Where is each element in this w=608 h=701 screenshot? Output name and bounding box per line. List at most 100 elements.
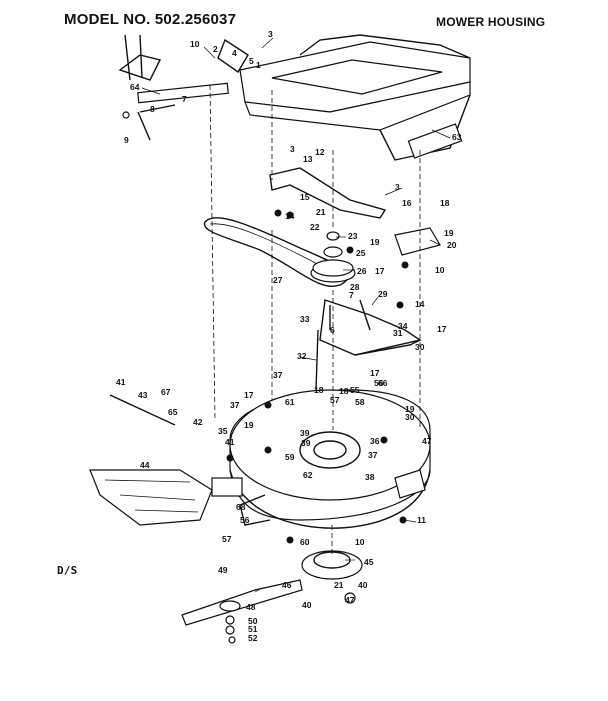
callout-label: 25 xyxy=(356,248,366,258)
callout-label: 50 xyxy=(248,616,258,626)
callout-label: 55 xyxy=(350,385,360,395)
callout-label: 40 xyxy=(358,580,368,590)
callout-label: 42 xyxy=(193,417,203,427)
callout-label: 21 xyxy=(334,580,344,590)
callout-label: 30 xyxy=(405,412,415,422)
alignment-lines xyxy=(209,84,421,555)
callout-label: 15 xyxy=(300,192,310,202)
callout-label: 56 xyxy=(374,378,384,388)
callout-label: 41 xyxy=(225,437,235,447)
callout-label: 10 xyxy=(355,537,365,547)
callout-label: 68 xyxy=(236,502,246,512)
callout-label: 58 xyxy=(355,397,365,407)
callout-label: 38 xyxy=(365,472,375,482)
callout-label: 13 xyxy=(303,154,313,164)
callout-label: 57 xyxy=(330,395,340,405)
callout-label: 37 xyxy=(273,370,283,380)
callout-label: 26 xyxy=(357,266,367,276)
callout-label: 47 xyxy=(422,436,432,446)
blade-assembly xyxy=(181,550,363,644)
callout-label: 8 xyxy=(150,104,155,114)
mower-frame xyxy=(118,34,471,161)
callout-label: 61 xyxy=(285,397,295,407)
callout-label: 46 xyxy=(282,580,292,590)
callout-label: 1 xyxy=(256,60,261,70)
callout-label: 67 xyxy=(161,387,171,397)
callout-label: 18 xyxy=(440,198,450,208)
callout-label: 9 xyxy=(124,135,129,145)
callout-label: 2 xyxy=(213,44,218,54)
fasteners xyxy=(226,209,409,544)
callout-label: 18 xyxy=(314,385,324,395)
callout-label: 14 xyxy=(285,211,295,221)
model-number: MODEL NO. 502.256037 xyxy=(64,11,237,28)
callout-label: 65 xyxy=(168,407,178,417)
callout-label: 17 xyxy=(244,390,254,400)
discharge-chute xyxy=(89,469,243,526)
callout-label: 33 xyxy=(300,314,310,324)
callout-label: 19 xyxy=(370,237,380,247)
callout-label: 10 xyxy=(435,265,445,275)
callout-label: 22 xyxy=(310,222,320,232)
lift-linkage xyxy=(122,38,249,141)
callout-label: 48 xyxy=(246,602,256,612)
callout-label: 37 xyxy=(230,400,240,410)
callout-label: 21 xyxy=(316,207,326,217)
callout-label: 17 xyxy=(437,324,447,334)
callout-label: 32 xyxy=(297,351,307,361)
callout-label: 39 xyxy=(301,438,311,448)
callout-label: 66 xyxy=(378,378,388,388)
callout-labels: 10 2 3 4 5 1 64 7 9 8 63 3 12 13 15 3 16… xyxy=(116,29,462,643)
callout-label: 29 xyxy=(378,289,388,299)
callout-label: 7 xyxy=(349,290,354,300)
callout-label: 14 xyxy=(415,299,425,309)
callout-label: 59 xyxy=(285,452,295,462)
callout-label: 7 xyxy=(182,94,187,104)
callout-label: 16 xyxy=(402,198,412,208)
callout-label: 28 xyxy=(350,282,360,292)
leader-lines xyxy=(141,37,451,593)
callout-label: 17 xyxy=(370,368,380,378)
diagram-title: MOWER HOUSING xyxy=(436,15,546,29)
callout-label: 3 xyxy=(268,29,273,39)
callout-label: 3 xyxy=(395,182,400,192)
callout-label: 3 xyxy=(290,144,295,154)
callout-label: 34 xyxy=(398,321,408,331)
callout-label: 11 xyxy=(417,515,426,525)
callout-label: 10 xyxy=(190,39,200,49)
mower-deck xyxy=(229,389,431,529)
callout-label: 37 xyxy=(368,450,378,460)
callout-label: 18 xyxy=(339,386,349,396)
callout-label: 52 xyxy=(248,633,258,643)
callout-label: 60 xyxy=(300,537,310,547)
callout-label: 56 xyxy=(240,515,250,525)
callout-label: 51 xyxy=(248,624,258,634)
callout-label: 63 xyxy=(452,132,462,142)
callout-label: 17 xyxy=(375,266,385,276)
callout-label: 57 xyxy=(222,534,232,544)
callout-label: 35 xyxy=(218,426,228,436)
callout-label: 23 xyxy=(348,231,358,241)
callout-label: 45 xyxy=(364,557,374,567)
callout-label: 40 xyxy=(302,600,312,610)
callout-label: 41 xyxy=(116,377,126,387)
callout-label: 43 xyxy=(138,390,148,400)
idler-assembly xyxy=(269,167,441,356)
callout-label: 6 xyxy=(330,325,335,335)
callout-label: 5 xyxy=(249,56,254,66)
callout-label: 27 xyxy=(273,275,283,285)
callout-label: 64 xyxy=(130,82,140,92)
callout-label: 19 xyxy=(444,228,454,238)
callout-label: 49 xyxy=(218,565,228,575)
callout-label: 47 xyxy=(345,595,355,605)
callout-label: 4 xyxy=(232,48,237,58)
callout-label: 19 xyxy=(405,404,415,414)
callout-label: 12 xyxy=(315,147,325,157)
callout-label: 62 xyxy=(303,470,313,480)
callout-label: 30 xyxy=(415,342,425,352)
callout-label: 44 xyxy=(140,460,150,470)
callout-label: 20 xyxy=(447,240,457,250)
diagram-code: D/S xyxy=(57,564,78,577)
